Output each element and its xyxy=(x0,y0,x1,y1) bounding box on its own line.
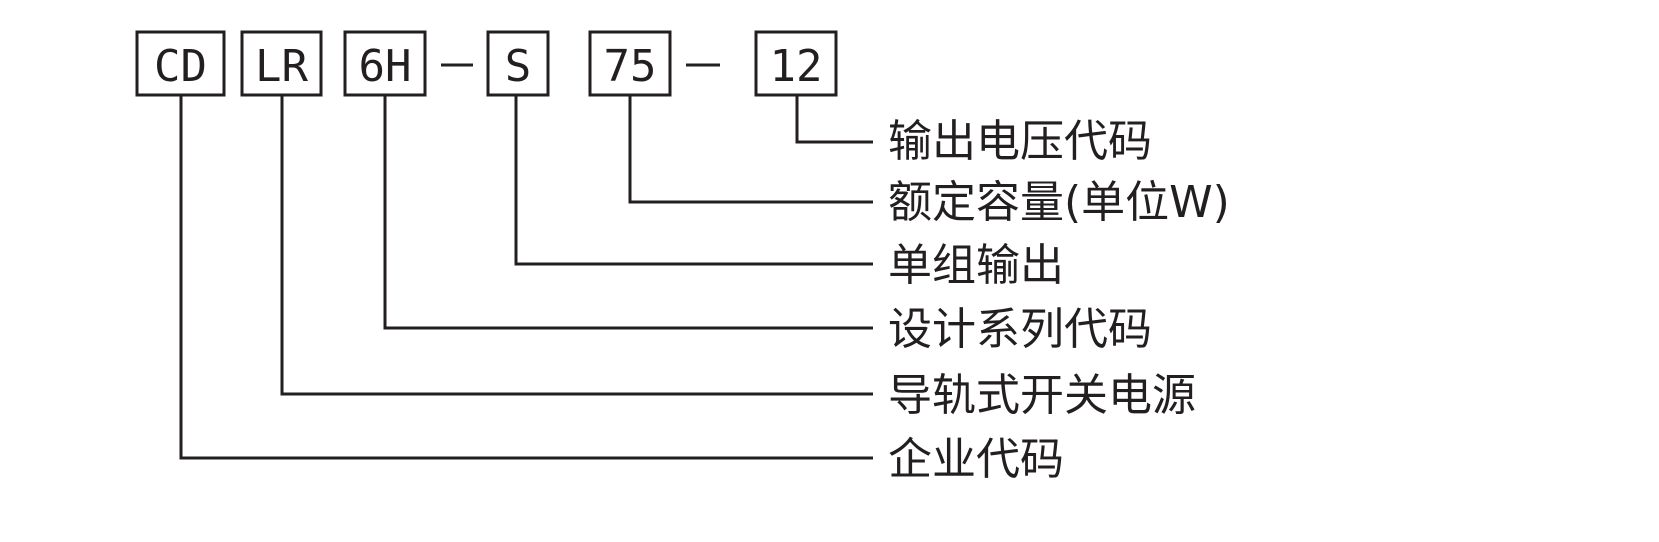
label-din-rail-power-supply: 导轨式开关电源 xyxy=(888,370,1196,421)
code-text-lr: LR xyxy=(255,41,308,92)
label-rated-capacity: 额定容量(单位W) xyxy=(888,177,1230,228)
code-text-12: 12 xyxy=(770,41,823,92)
leader-line-75 xyxy=(628,95,873,204)
code-text-cd: CD xyxy=(154,41,207,92)
label-output-voltage-code: 输出电压代码 xyxy=(888,116,1152,167)
leader-line-cd xyxy=(179,95,873,460)
leader-line-6h xyxy=(383,95,873,330)
code-text-6h: 6H xyxy=(359,41,412,92)
code-box-cd: CD xyxy=(135,30,226,97)
label-design-series-code: 设计系列代码 xyxy=(888,304,1152,355)
code-text-s: S xyxy=(505,41,532,92)
label-single-output: 单组输出 xyxy=(888,240,1064,291)
leader-line-12 xyxy=(795,95,873,144)
code-box-lr: LR xyxy=(240,30,323,97)
code-box-12: 12 xyxy=(754,30,838,97)
code-box-6h: 6H xyxy=(343,30,427,97)
code-box-s: S xyxy=(486,30,550,97)
leader-line-s xyxy=(514,95,873,266)
code-text-75: 75 xyxy=(604,41,657,92)
label-company-code: 企业代码 xyxy=(888,434,1064,485)
leader-line-lr xyxy=(280,95,873,396)
code-box-75: 75 xyxy=(588,30,672,97)
